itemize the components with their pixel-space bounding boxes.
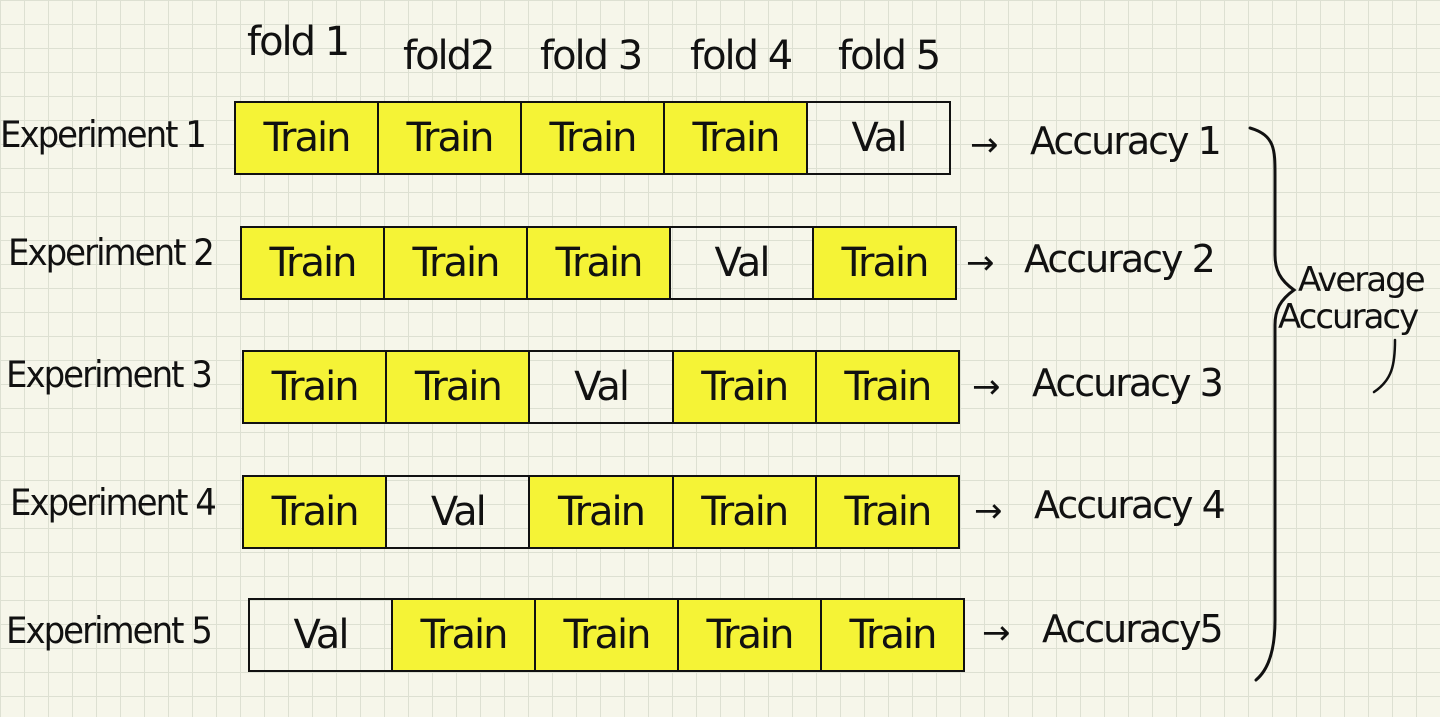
cell: Train (522, 103, 665, 173)
cell: Val (671, 228, 814, 298)
cell: Train (814, 228, 955, 298)
experiment-row-3: Train Train Val Train Train (242, 350, 960, 424)
arrow-right-icon: → (972, 367, 1001, 407)
average-accuracy-label: Average Accuracy (1278, 260, 1426, 337)
cell: Train (528, 228, 671, 298)
fold-header-1: fold 1 (247, 19, 350, 65)
arrow-right-icon: → (966, 243, 995, 283)
experiment-label-5: Experiment 5 (6, 609, 213, 653)
cell: Train (379, 103, 522, 173)
accuracy-label-3: Accuracy 3 (1032, 361, 1224, 405)
experiment-row-1: Train Train Train Train Val (234, 101, 951, 175)
cell: Train (673, 352, 817, 422)
accuracy-label-1: Accuracy 1 (1030, 119, 1222, 163)
cell: Train (385, 228, 528, 298)
cell: Train (673, 477, 817, 547)
average-line-2: Accuracy (1278, 297, 1419, 338)
fold-header-2: fold2 (403, 33, 496, 79)
experiment-row-5: Val Train Train Train Train (248, 598, 965, 672)
cell: Train (536, 600, 679, 670)
experiment-row-2: Train Train Train Val Train (240, 226, 957, 300)
fold-header-3: fold 3 (540, 33, 643, 79)
fold-header-5: fold 5 (838, 33, 941, 79)
cell: Val (387, 477, 531, 547)
accuracy-label-2: Accuracy 2 (1024, 237, 1216, 281)
experiment-row-4: Train Val Train Train Train (242, 475, 960, 549)
accuracy-label-4: Accuracy 4 (1034, 483, 1226, 527)
cell: Val (250, 600, 393, 670)
average-line-1: Average (1298, 260, 1426, 300)
cell: Train (816, 477, 959, 547)
cell: Val (851, 115, 908, 161)
cell: Train (244, 352, 388, 422)
arrow-right-icon: → (970, 125, 999, 165)
cell: Val (530, 352, 674, 422)
cell: Train (679, 600, 822, 670)
cell: Train (387, 352, 531, 422)
cell: Train (236, 103, 379, 173)
experiment-label-3: Experiment 3 (6, 353, 213, 397)
fold-header-4: fold 4 (690, 33, 793, 79)
cell: Train (242, 228, 385, 298)
arrow-right-icon: → (974, 491, 1003, 531)
accuracy-label-5: Accuracy5 (1042, 607, 1224, 651)
cell: Train (530, 477, 674, 547)
experiment-label-1: Experiment 1 (0, 113, 207, 157)
cell: Train (393, 600, 536, 670)
cell: Train (816, 352, 959, 422)
cell: Train (822, 600, 963, 670)
experiment-label-4: Experiment 4 (10, 481, 217, 525)
experiment-label-2: Experiment 2 (8, 231, 215, 275)
arrow-right-icon: → (982, 613, 1011, 653)
cell: Train (665, 103, 808, 173)
cell: Train (244, 477, 388, 547)
